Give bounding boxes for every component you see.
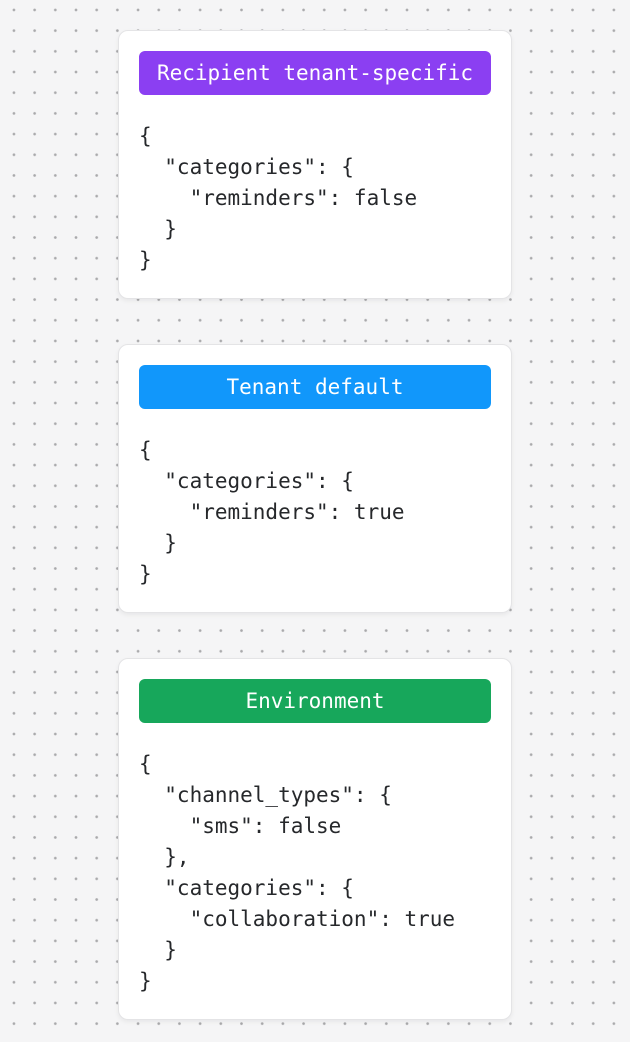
environment-badge: Environment bbox=[139, 679, 491, 723]
preference-card-tenant-default: Tenant default { "categories": { "remind… bbox=[118, 344, 512, 613]
json-code-tenant-default: { "categories": { "reminders": true } } bbox=[139, 438, 405, 586]
preference-card-environment: Environment { "channel_types": { "sms": … bbox=[118, 658, 512, 1020]
preference-card-recipient-tenant-specific: Recipient tenant-specific { "categories"… bbox=[118, 30, 512, 299]
json-code-environment: { "channel_types": { "sms": false }, "ca… bbox=[139, 752, 456, 993]
json-code-recipient-tenant-specific: { "categories": { "reminders": false } } bbox=[139, 124, 418, 272]
tenant-default-badge: Tenant default bbox=[139, 365, 491, 409]
recipient-tenant-specific-badge: Recipient tenant-specific bbox=[139, 51, 491, 95]
